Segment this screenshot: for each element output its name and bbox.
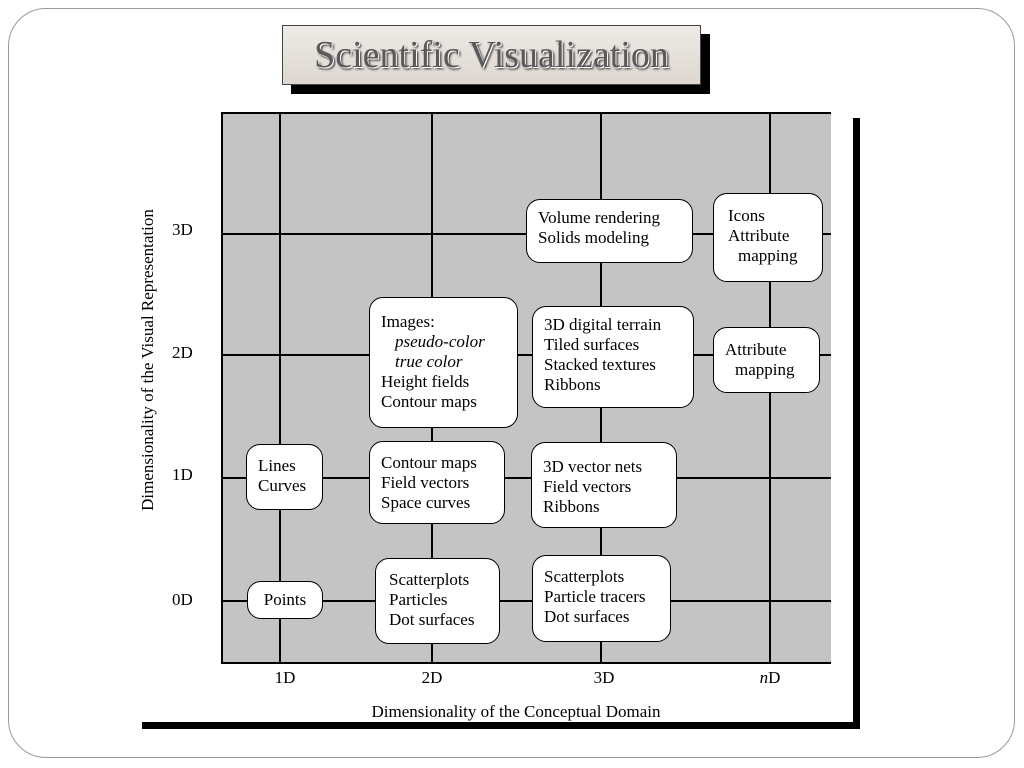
cell-line: Field vectors: [381, 473, 470, 492]
grid-line-1d: [279, 112, 281, 664]
cell-line-italic: pseudo-color: [395, 332, 485, 351]
cell-line: Volume rendering: [538, 208, 660, 227]
cell-1d-vis-1d-domain: Lines Curves: [246, 444, 323, 510]
cell-line: Tiled surfaces: [544, 335, 640, 354]
cell-line: Points: [263, 590, 307, 609]
cell-heading: Images:: [381, 312, 435, 331]
cell-0d-vis-1d-domain: Points: [247, 581, 323, 619]
cell-line: Ribbons: [544, 375, 601, 394]
cell-line: Icons: [728, 206, 765, 225]
x-tick-nd-rest: D: [768, 668, 781, 687]
cell-2d-vis-2d-domain: Images: pseudo-color true color Height f…: [369, 297, 518, 428]
cell-line: Dot surfaces: [389, 610, 475, 629]
cell-line: Particles: [389, 590, 448, 609]
x-tick-3d: 3D: [593, 668, 615, 687]
cell-line: Lines: [258, 456, 296, 475]
y-tick-1d: 1D: [172, 465, 193, 484]
cell-line: Dot surfaces: [544, 607, 630, 626]
cell-line: Contour maps: [381, 392, 477, 411]
grid-line-0d-vis: [221, 600, 831, 602]
grid-line-2d-vis: [221, 354, 831, 356]
cell-2d-vis-3d-domain: 3D digital terrain Tiled surfaces Stacke…: [532, 306, 694, 408]
cell-line: Attribute: [728, 226, 790, 245]
y-tick-3d: 3D: [172, 220, 193, 239]
cell-line: Particle tracers: [544, 587, 646, 606]
x-tick-2d: 2D: [421, 668, 443, 687]
cell-line: Scatterplots: [544, 567, 625, 586]
x-axis-label: Dimensionality of the Conceptual Domain: [371, 702, 661, 721]
y-tick-0d: 0D: [172, 590, 193, 609]
cell-line: Field vectors: [543, 477, 632, 496]
cell-line-italic: true color: [395, 352, 463, 371]
cell-line: 3D digital terrain: [544, 315, 662, 334]
grid-line-1d-vis: [221, 477, 831, 479]
cell-line: Attribute: [725, 340, 787, 359]
plot-shadow-right: [853, 118, 860, 728]
cell-line: Stacked textures: [544, 355, 656, 374]
cell-2d-vis-nd-domain: Attribute mapping: [713, 327, 820, 393]
cell-line: mapping: [738, 246, 798, 265]
cell-0d-vis-3d-domain: Scatterplots Particle tracers Dot surfac…: [532, 555, 671, 642]
slide-title: Scientific Visualization: [314, 34, 669, 76]
cell-line: Ribbons: [543, 497, 600, 516]
x-tick-nd: nD: [740, 668, 800, 688]
x-tick-1d: 1D: [274, 668, 296, 687]
cell-line: Space curves: [381, 493, 471, 512]
title-box: Scientific Visualization: [282, 25, 701, 85]
cell-0d-vis-2d-domain: Scatterplots Particles Dot surfaces: [375, 558, 500, 644]
cell-3d-vis-3d-domain: Volume rendering Solids modeling: [526, 199, 693, 263]
cell-line: Solids modeling: [538, 228, 649, 247]
cell-line: Curves: [258, 476, 307, 495]
y-tick-2d: 2D: [172, 343, 193, 362]
plot-shadow-bottom: [142, 722, 860, 729]
cell-line: Contour maps: [381, 453, 477, 472]
cell-1d-vis-3d-domain: 3D vector nets Field vectors Ribbons: [531, 442, 677, 528]
cell-line: mapping: [735, 360, 795, 379]
cell-line: Height fields: [381, 372, 470, 391]
y-axis-label: Dimensionality of the Visual Representat…: [138, 209, 157, 511]
x-tick-nd-italic: n: [759, 668, 769, 687]
cell-1d-vis-2d-domain: Contour maps Field vectors Space curves: [369, 441, 505, 524]
cell-line: Scatterplots: [389, 570, 470, 589]
cell-line: 3D vector nets: [543, 457, 643, 476]
cell-3d-vis-nd-domain: Icons Attribute mapping: [713, 193, 823, 282]
